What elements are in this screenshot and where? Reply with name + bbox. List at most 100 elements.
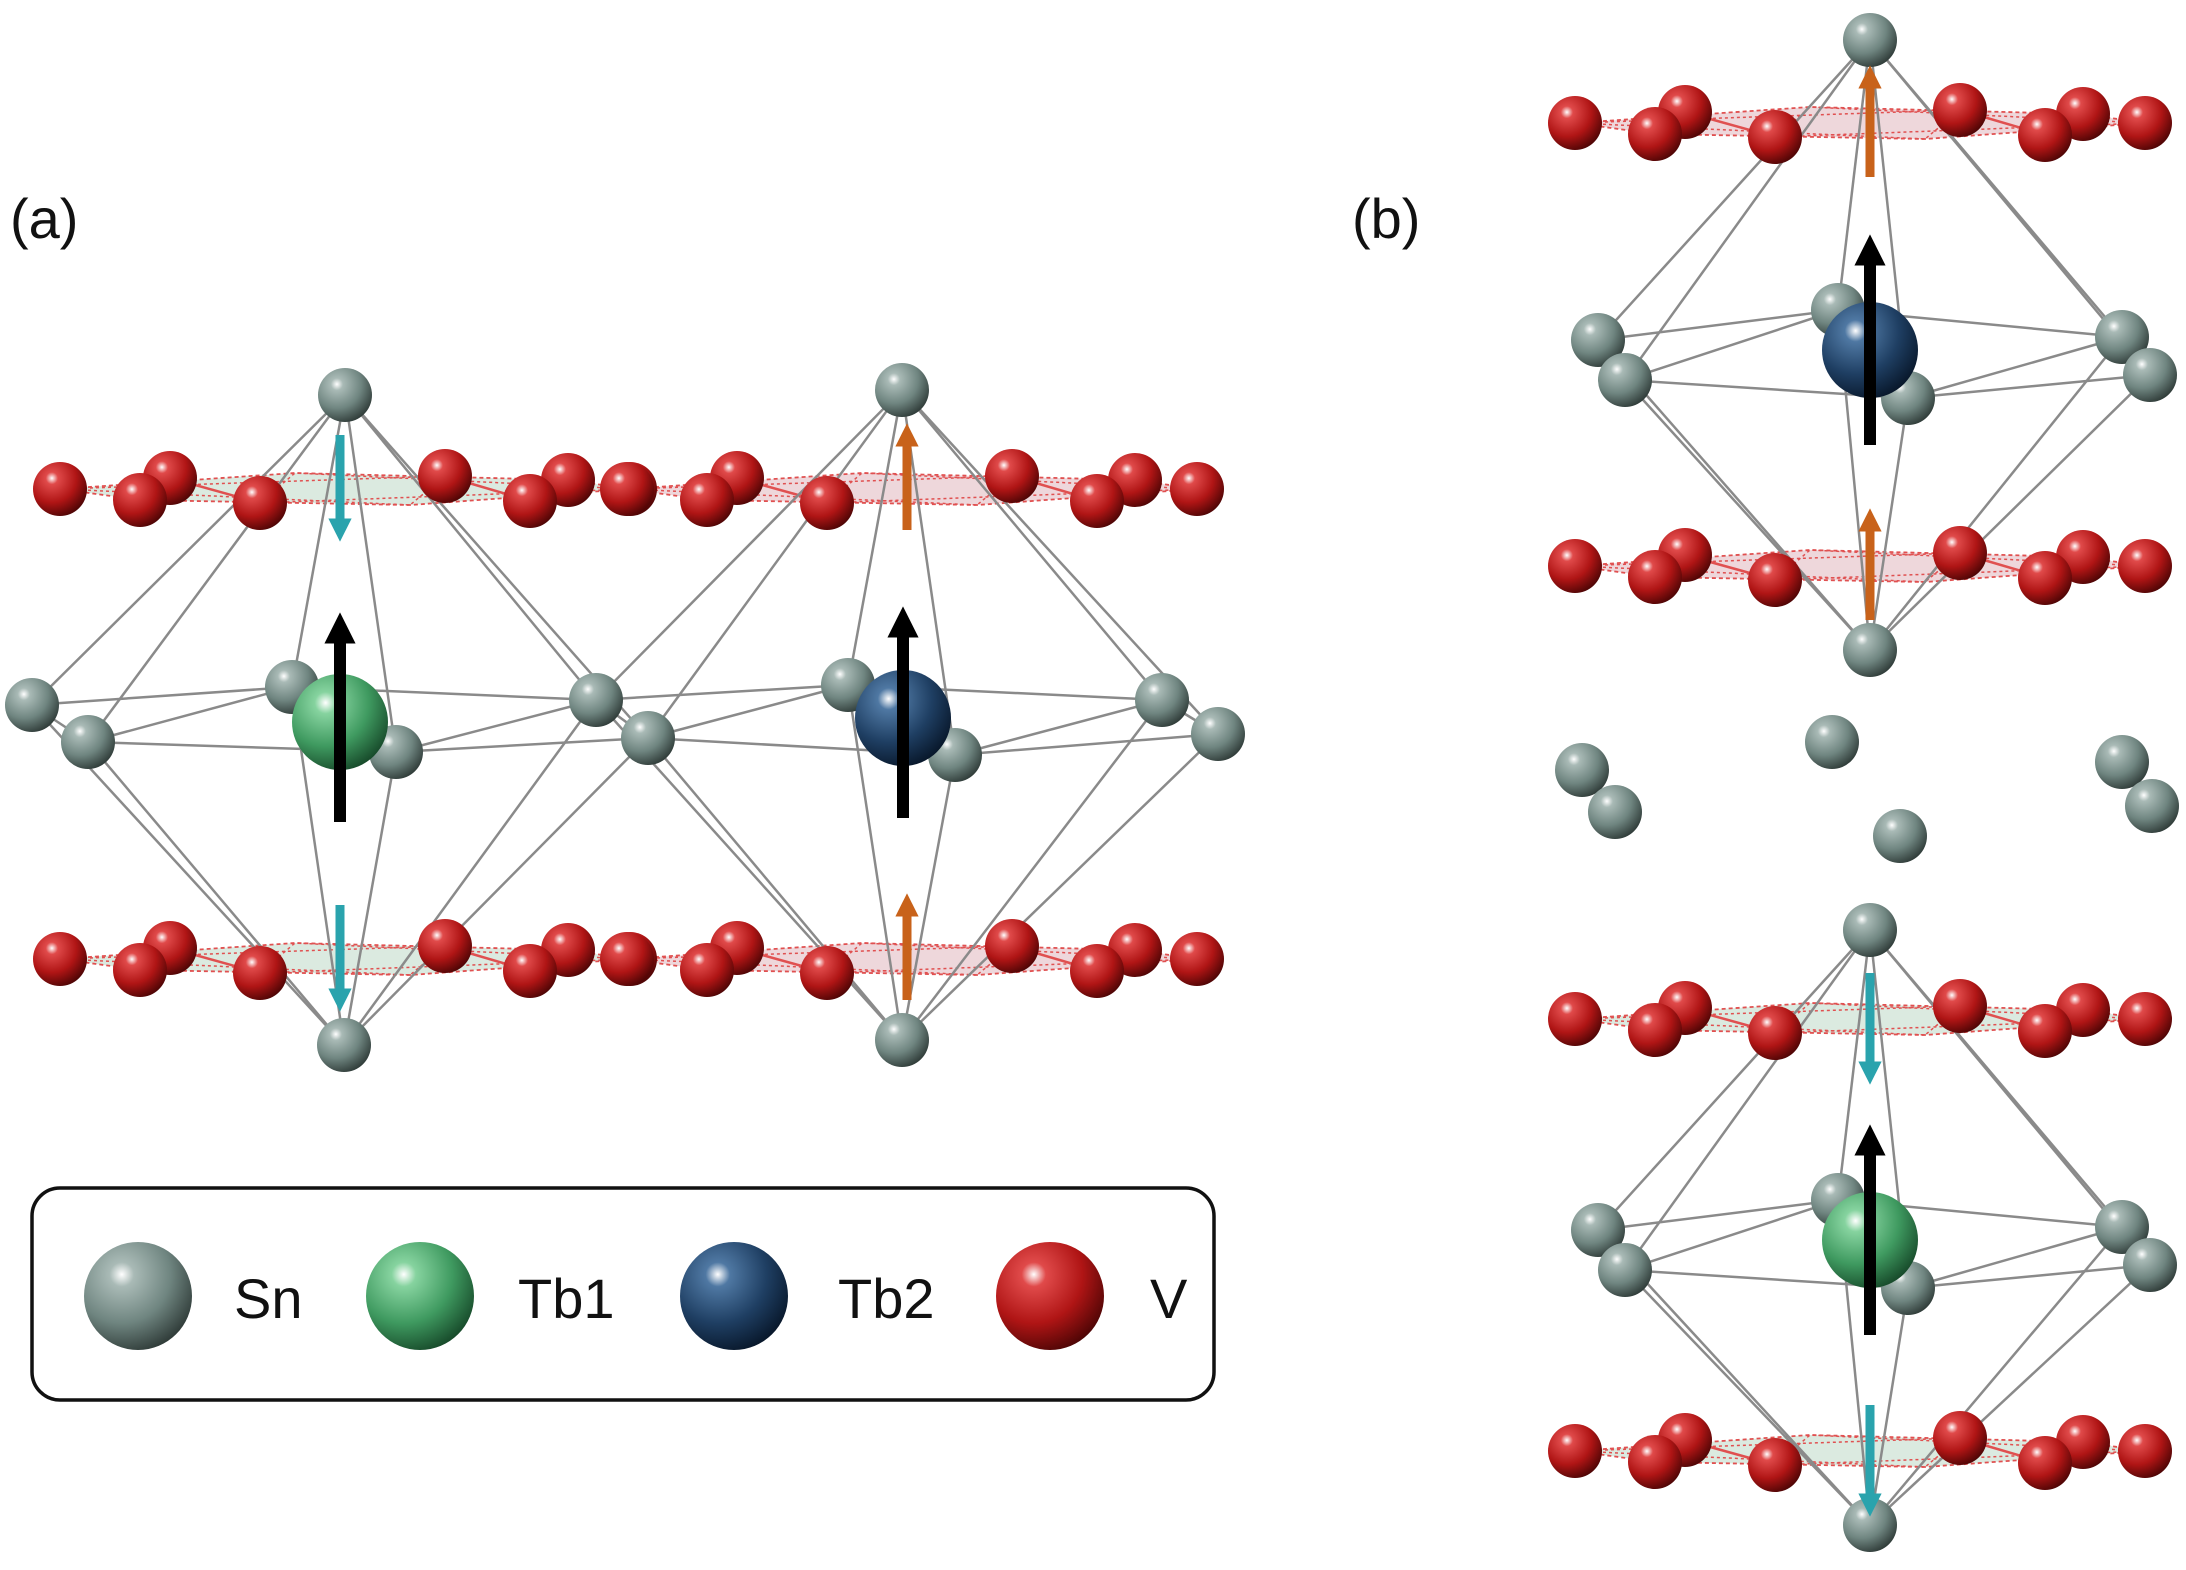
bond	[342, 751, 398, 1046]
sn-atom	[2095, 310, 2149, 364]
bond	[395, 736, 649, 754]
v-atom	[985, 919, 1039, 973]
v-atom	[113, 473, 167, 527]
bond	[901, 699, 1163, 1041]
v-atom	[1628, 1003, 1682, 1057]
v-atom	[1548, 539, 1602, 593]
v-atom	[503, 474, 557, 528]
sn-atom	[875, 363, 929, 417]
bond	[1907, 373, 2151, 400]
bond	[595, 683, 849, 702]
bond	[395, 698, 597, 754]
bond	[901, 389, 1163, 701]
legend-swatch-sn	[84, 1242, 192, 1350]
legend-label-tb1: Tb1	[518, 1267, 615, 1330]
sn-atom	[1191, 707, 1245, 761]
legend-label-tb2: Tb2	[838, 1267, 935, 1330]
bond	[901, 733, 1219, 1041]
v-atom	[1933, 1411, 1987, 1465]
sn-atom	[2123, 1238, 2177, 1292]
v-atom	[1933, 526, 1987, 580]
legend: Sn Tb1 Tb2 V	[30, 1186, 1216, 1402]
v-atom	[1748, 553, 1802, 607]
bond	[846, 684, 904, 1041]
v-atom	[985, 449, 1039, 503]
bond	[1868, 1287, 1910, 1526]
bond	[647, 737, 903, 1041]
v-atom	[2018, 1436, 2072, 1490]
legend-label-v: V	[1150, 1267, 1188, 1330]
v-atom	[1070, 944, 1124, 998]
legend-swatch-v	[996, 1242, 1104, 1350]
v-atom	[1933, 83, 1987, 137]
bond	[1623, 929, 1872, 1271]
v-atom	[1170, 462, 1224, 516]
sn-atom	[1588, 785, 1642, 839]
sn-atom	[1873, 809, 1927, 863]
bond	[87, 741, 345, 1046]
sn-atom	[569, 673, 623, 727]
v-plane	[1574, 1434, 2146, 1468]
v-atom	[2118, 96, 2172, 150]
bond	[1623, 39, 1872, 381]
v-atom	[680, 473, 734, 527]
v-plane	[626, 942, 1198, 976]
sn-atom	[1135, 673, 1189, 727]
bond	[31, 685, 293, 707]
bond	[646, 389, 904, 739]
bond	[87, 685, 293, 744]
v-atom	[233, 946, 287, 1000]
v-atom	[2118, 539, 2172, 593]
panel-label-a: (a)	[10, 187, 78, 250]
bond	[1624, 1269, 1871, 1526]
v-atom	[2118, 1424, 2172, 1478]
v-atom	[1548, 992, 1602, 1046]
v-atom	[418, 449, 472, 503]
bond	[954, 732, 1219, 757]
v-atom	[800, 946, 854, 1000]
sn-atom	[1571, 1203, 1625, 1257]
bond	[1869, 1264, 2151, 1526]
bond	[1624, 308, 1839, 382]
bond	[343, 737, 649, 1046]
bond	[1868, 397, 1910, 651]
atoms	[5, 13, 2179, 1552]
bond	[1624, 379, 1871, 651]
v-atom	[1548, 96, 1602, 150]
v-atom	[1748, 110, 1802, 164]
v-atom	[2018, 1004, 2072, 1058]
magnetic-moments	[324, 65, 1886, 1517]
sn-atom	[1843, 623, 1897, 677]
v-atom	[600, 932, 654, 986]
v-atom	[1628, 107, 1682, 161]
v-atom	[1933, 979, 1987, 1033]
sn-atom	[1843, 13, 1897, 67]
legend-label-sn: Sn	[234, 1267, 303, 1330]
bond	[1597, 39, 1871, 341]
bond	[86, 394, 347, 743]
sn-atom	[1598, 1243, 1652, 1297]
v-atom	[418, 919, 472, 973]
v-atom	[1070, 474, 1124, 528]
bond	[1907, 1263, 2151, 1290]
v-atom	[1628, 550, 1682, 604]
v-atom	[33, 462, 87, 516]
sn-atom	[1598, 353, 1652, 407]
sn-atom	[318, 368, 372, 422]
sn-atom	[61, 715, 115, 769]
v-atom	[600, 462, 654, 516]
sn-atom	[2095, 735, 2149, 789]
bond	[1869, 1226, 2123, 1526]
v-atom	[1748, 1438, 1802, 1492]
v-atom	[2018, 551, 2072, 605]
sn-atom	[5, 678, 59, 732]
bond	[647, 683, 849, 740]
v-atom	[1748, 1006, 1802, 1060]
sn-atom	[1571, 313, 1625, 367]
bond	[846, 389, 904, 686]
panel-label-b: (b)	[1352, 187, 1420, 250]
sn-atom	[1843, 903, 1897, 957]
v-plane	[1574, 549, 2146, 583]
bond	[343, 394, 398, 753]
